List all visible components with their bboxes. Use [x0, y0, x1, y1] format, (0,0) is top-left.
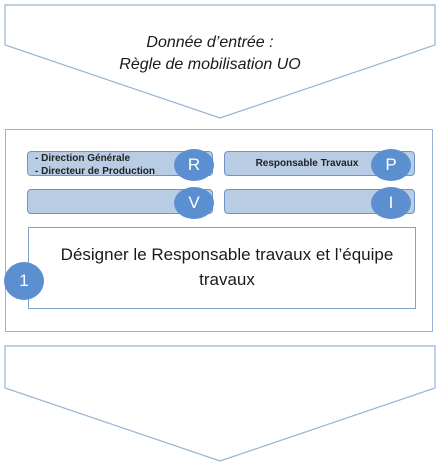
input-rule: Règle de mobilisation UO [119, 56, 301, 73]
input-description: Donnée d’entrée : Règle de mobilisation … [60, 32, 360, 76]
input-chevron [4, 4, 436, 119]
role-r-item-2: - Directeur de Production [35, 166, 156, 177]
role-i-badge: I [371, 187, 411, 219]
role-r-badge: R [174, 149, 214, 181]
task-description: Désigner le Responsable travaux et l’équ… [49, 242, 405, 292]
task-line-2: travaux [199, 270, 255, 289]
role-r-list: - Direction Générale - Directeur de Prod… [35, 152, 155, 178]
role-p-badge: P [371, 149, 411, 181]
output-chevron [4, 345, 436, 462]
task-number-badge: 1 [4, 262, 44, 300]
role-v-badge: V [174, 187, 214, 219]
task-box: Désigner le Responsable travaux et l’équ… [28, 227, 416, 309]
task-line-1: Désigner le Responsable travaux et l’équ… [60, 245, 394, 264]
input-title: Donnée d’entrée : [146, 34, 274, 51]
role-p-label: Responsable Travaux [255, 158, 359, 169]
role-r-item-1: - Direction Générale [35, 153, 131, 164]
